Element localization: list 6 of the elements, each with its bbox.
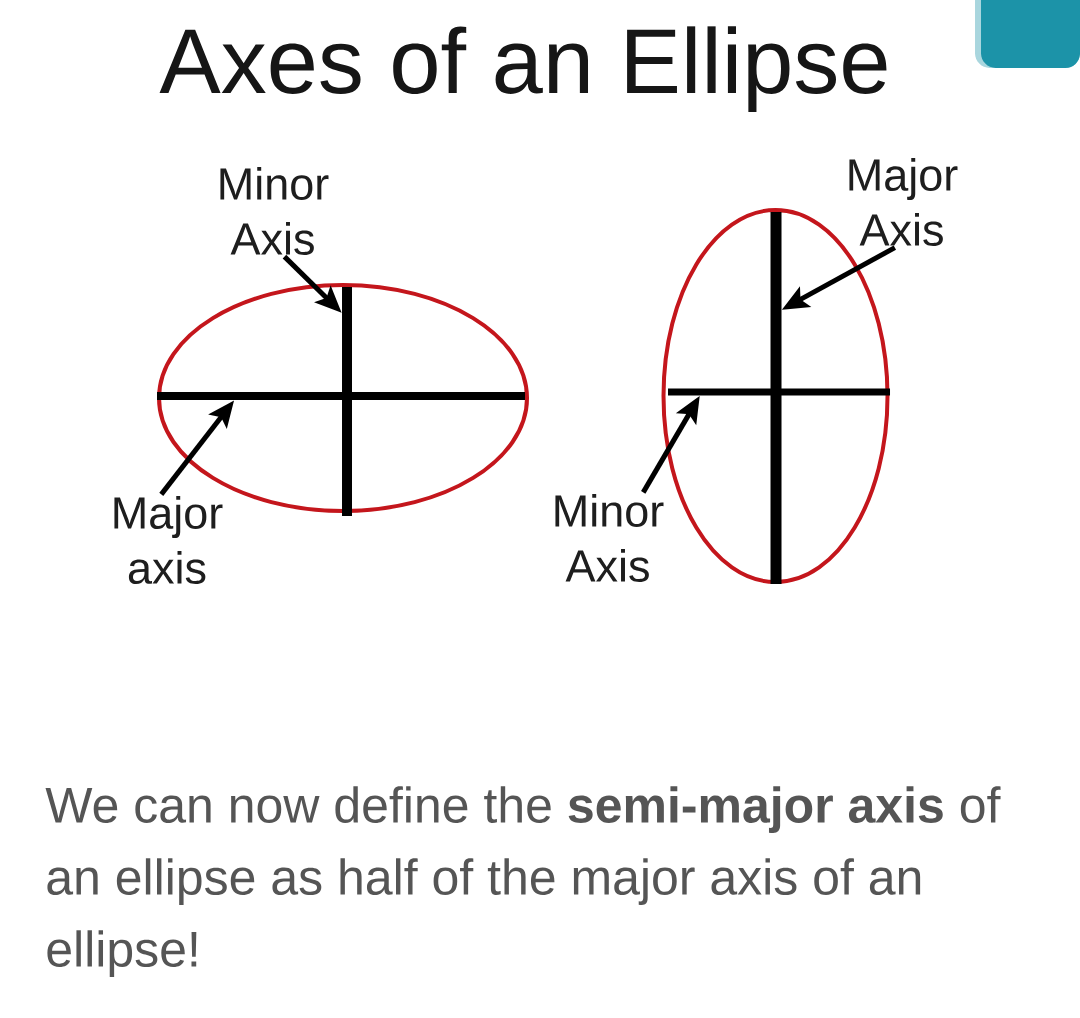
title: Axes of an Ellipse: [159, 26, 887, 113]
axis-label: Major Axis: [849, 158, 958, 247]
body-text: We can now define the semi-major axis of an ellipse as half of the major axis of an ellipse!: [45, 786, 1001, 977]
axis-label: Minor Axis: [555, 494, 664, 583]
axis-label: Major axis: [114, 496, 223, 585]
axis-label: Minor Axis: [220, 167, 329, 256]
